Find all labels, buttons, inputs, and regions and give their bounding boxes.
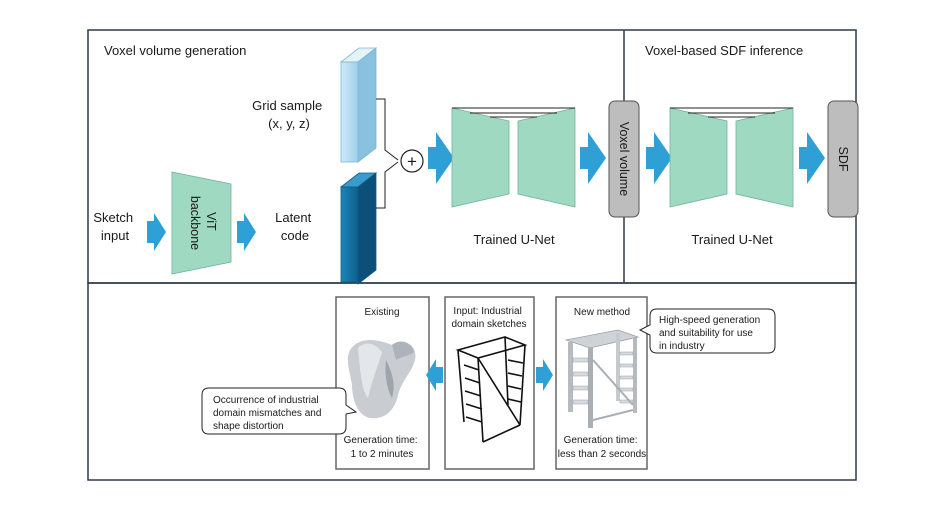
grid-sample-line-2: (x, y, z)	[268, 116, 310, 131]
unet-1-label: Trained U-Net	[473, 232, 555, 247]
callout-right-line-1: High-speed generation	[659, 315, 760, 326]
existing-time-line-2: 1 to 2 minutes	[351, 449, 414, 460]
arrow-voxel-to-unet2	[646, 132, 672, 184]
sketch-input-line-1: Sketch	[93, 210, 133, 225]
input-title-line-2: domain sketches	[451, 319, 526, 330]
latent-code-volume	[339, 172, 378, 285]
new-method-time: Generation time: less than 2 seconds	[558, 435, 646, 460]
connector-latent-to-plus	[376, 161, 399, 209]
vit-backbone-block	[171, 171, 232, 275]
concat-plus-circle	[400, 149, 424, 173]
latent-code-line-2: code	[281, 228, 309, 243]
sketch-input-line-2: input	[101, 228, 130, 243]
arrow-plus-to-unet1	[428, 132, 454, 184]
voxel-volume-box	[608, 100, 640, 218]
arrow-input-to-existing	[426, 359, 443, 391]
vit-backbone-line-1: ViT	[204, 212, 218, 231]
sketch-input-label: Sketch input	[93, 210, 136, 243]
input-panel	[444, 296, 535, 470]
input-title: Input: Industrial domain sketches	[451, 306, 526, 330]
latent-code-line-1: Latent	[275, 210, 312, 225]
callout-right	[638, 308, 776, 354]
section-title-voxel-generation: Voxel volume generation	[104, 43, 246, 58]
callout-left-text: Occurrence of industrial domain mismatch…	[213, 395, 324, 432]
scaffold-sketch	[455, 336, 528, 443]
existing-shape-render	[347, 340, 416, 419]
vit-backbone-line-2: backbone	[188, 196, 202, 250]
new-method-time-line-1: Generation time:	[564, 435, 638, 446]
unet-2-block	[669, 107, 794, 208]
existing-time: Generation time: 1 to 2 minutes	[344, 435, 421, 460]
vit-backbone-label: ViT backbone	[188, 196, 218, 250]
sdf-box	[827, 100, 859, 218]
new-method-time-line-2: less than 2 seconds	[558, 449, 646, 460]
new-method-title: New method	[574, 307, 630, 318]
input-title-line-1: Input: Industrial	[453, 306, 521, 317]
bottom-panel-frame	[87, 282, 857, 481]
grid-sample-label: Grid sample (x, y, z)	[252, 98, 326, 131]
arrow-vit-to-latent	[237, 213, 256, 251]
grid-sample-line-1: Grid sample	[252, 98, 322, 113]
arrow-input-to-new	[536, 359, 553, 391]
concat-plus-symbol: +	[407, 152, 417, 171]
callout-right-line-2: and suitability for use	[659, 328, 753, 339]
callout-left-line-1: Occurrence of industrial	[213, 395, 319, 406]
arrow-unet1-to-voxel	[580, 132, 606, 184]
section-title-sdf-inference: Voxel-based SDF inference	[645, 43, 803, 58]
callout-left-line-2: domain mismatches and	[213, 408, 321, 419]
grid-sample-volume	[339, 47, 378, 163]
unet-2-label: Trained U-Net	[691, 232, 773, 247]
new-method-shape-render	[564, 329, 640, 428]
callout-left-line-3: shape distortion	[213, 421, 284, 432]
voxel-volume-label: Voxel volume	[617, 122, 631, 196]
existing-time-line-1: Generation time:	[344, 435, 418, 446]
existing-title: Existing	[364, 307, 399, 318]
latent-code-label: Latent code	[275, 210, 315, 243]
callout-right-line-3: in industry	[659, 341, 705, 352]
callout-left	[201, 387, 358, 435]
arrow-unet2-to-sdf	[799, 132, 825, 184]
connector-grid-to-plus	[376, 98, 399, 161]
arrow-sketch-to-vit	[147, 213, 166, 251]
unet-1-block	[451, 107, 576, 208]
callout-right-text: High-speed generation and suitability fo…	[659, 315, 763, 352]
sdf-label: SDF	[836, 147, 850, 172]
